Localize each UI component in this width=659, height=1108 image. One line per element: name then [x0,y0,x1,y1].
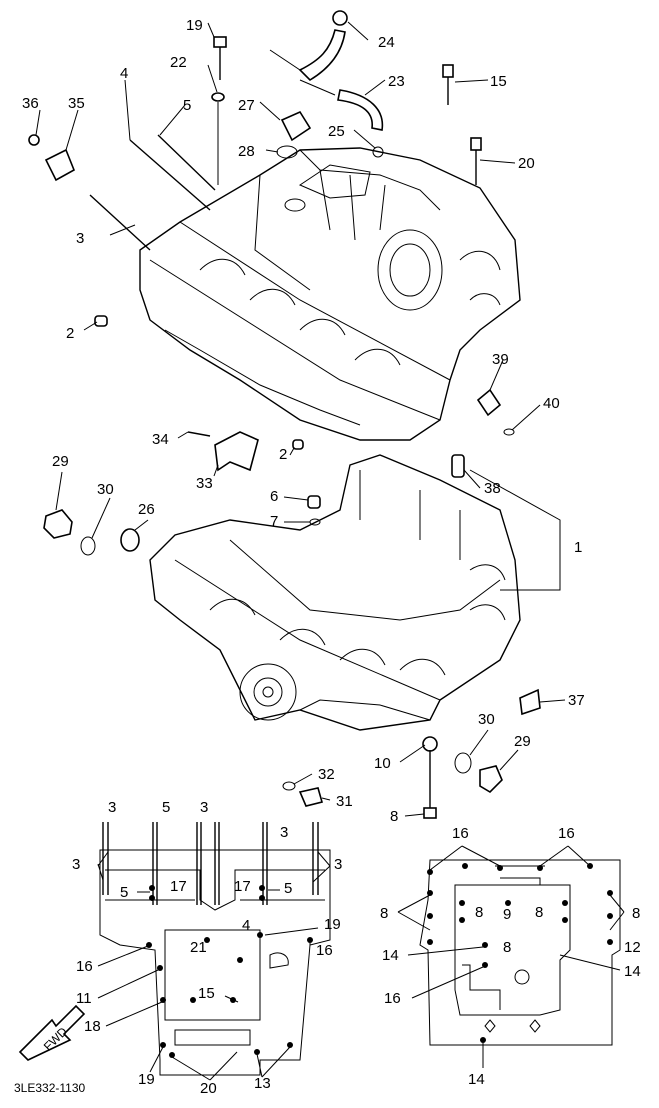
lv-14c: 14 [468,1071,485,1088]
callout-4: 4 [120,65,128,82]
uv-18: 18 [84,1018,101,1035]
upper-bolt-pattern-view: 3 5 3 3 3 3 5 17 17 5 4 19 21 16 16 11 1… [72,799,342,1097]
callout-36: 36 [22,95,39,112]
lower-view-leaders [397,845,625,1068]
callout-33: 33 [196,475,213,492]
callout-6: 6 [270,488,278,505]
uv-19: 19 [324,916,341,933]
lv-8d: 8 [632,905,640,922]
callout-35: 35 [68,95,85,112]
uv-3b: 3 [200,799,208,816]
callout-27: 27 [238,97,255,114]
callout-15: 15 [490,73,507,90]
bolt-dots-upper [146,885,313,1058]
callout-2b: 2 [279,446,287,463]
callout-23: 23 [388,73,405,90]
callout-7: 7 [270,513,278,530]
callout-26: 26 [138,501,155,518]
uv-3d: 3 [72,856,80,873]
figure-code: 3LE332-1130 [14,1081,86,1095]
lv-8b: 8 [475,904,483,921]
lv-14a: 14 [382,947,399,964]
callout-28: 28 [238,143,255,160]
uv-3c: 3 [280,824,288,841]
callout-38: 38 [484,480,501,497]
stud-markers [102,822,319,905]
uv-5b: 5 [120,884,128,901]
callout-3: 3 [76,230,84,247]
uv-19b: 19 [138,1071,155,1088]
callout-37: 37 [568,692,585,709]
uv-16a: 16 [76,958,93,975]
lv-12: 12 [624,939,641,956]
uv-13: 13 [254,1075,271,1092]
uv-5a: 5 [162,799,170,816]
uv-15: 15 [198,985,215,1002]
lv-16b: 16 [558,825,575,842]
callout-39: 39 [492,351,509,368]
callout-30a: 30 [97,481,114,498]
leader-lines [35,21,566,817]
lv-8a: 8 [380,905,388,922]
callout-34: 34 [152,431,169,448]
uv-16b: 16 [316,942,333,959]
callout-24: 24 [378,34,395,51]
upper-view-leaders [97,851,331,1081]
small-parts [28,10,561,819]
callout-22: 22 [170,54,187,71]
callout-25: 25 [328,123,345,140]
lower-crankcase [149,454,521,731]
callout-19: 19 [186,17,203,34]
lv-8c: 8 [535,904,543,921]
callout-32: 32 [318,766,335,783]
uv-3a: 3 [108,799,116,816]
callout-40: 40 [543,395,560,412]
callout-31: 31 [336,793,353,810]
uv-3e: 3 [334,856,342,873]
uv-21: 21 [190,939,207,956]
lv-16a: 16 [452,825,469,842]
callout-29a: 29 [52,453,69,470]
callout-2a: 2 [66,325,74,342]
callout-1: 1 [574,539,582,556]
callout-5: 5 [183,97,191,114]
lower-bolt-pattern-view: 16 16 8 8 9 8 8 14 8 12 14 16 14 [380,825,641,1088]
callout-30b: 30 [478,711,495,728]
callout-20: 20 [518,155,535,172]
bolt-dots-lower [427,863,613,1043]
callout-29b: 29 [514,733,531,750]
uv-5c: 5 [284,880,292,897]
uv-20: 20 [200,1080,217,1097]
lv-14b: 14 [624,963,641,980]
lv-8e: 8 [503,939,511,956]
callout-labels: 19 24 22 15 4 23 36 35 5 27 25 28 20 3 2… [22,17,585,825]
upper-crankcase [139,147,521,441]
callout-10: 10 [374,755,391,772]
uv-17b: 17 [234,878,251,895]
fwd-arrow: FWD [18,1004,86,1061]
callout-8: 8 [390,808,398,825]
uv-17a: 17 [170,878,187,895]
uv-4: 4 [242,917,250,934]
lv-16c: 16 [384,990,401,1007]
uv-11: 11 [76,990,92,1007]
lv-9: 9 [503,906,511,923]
